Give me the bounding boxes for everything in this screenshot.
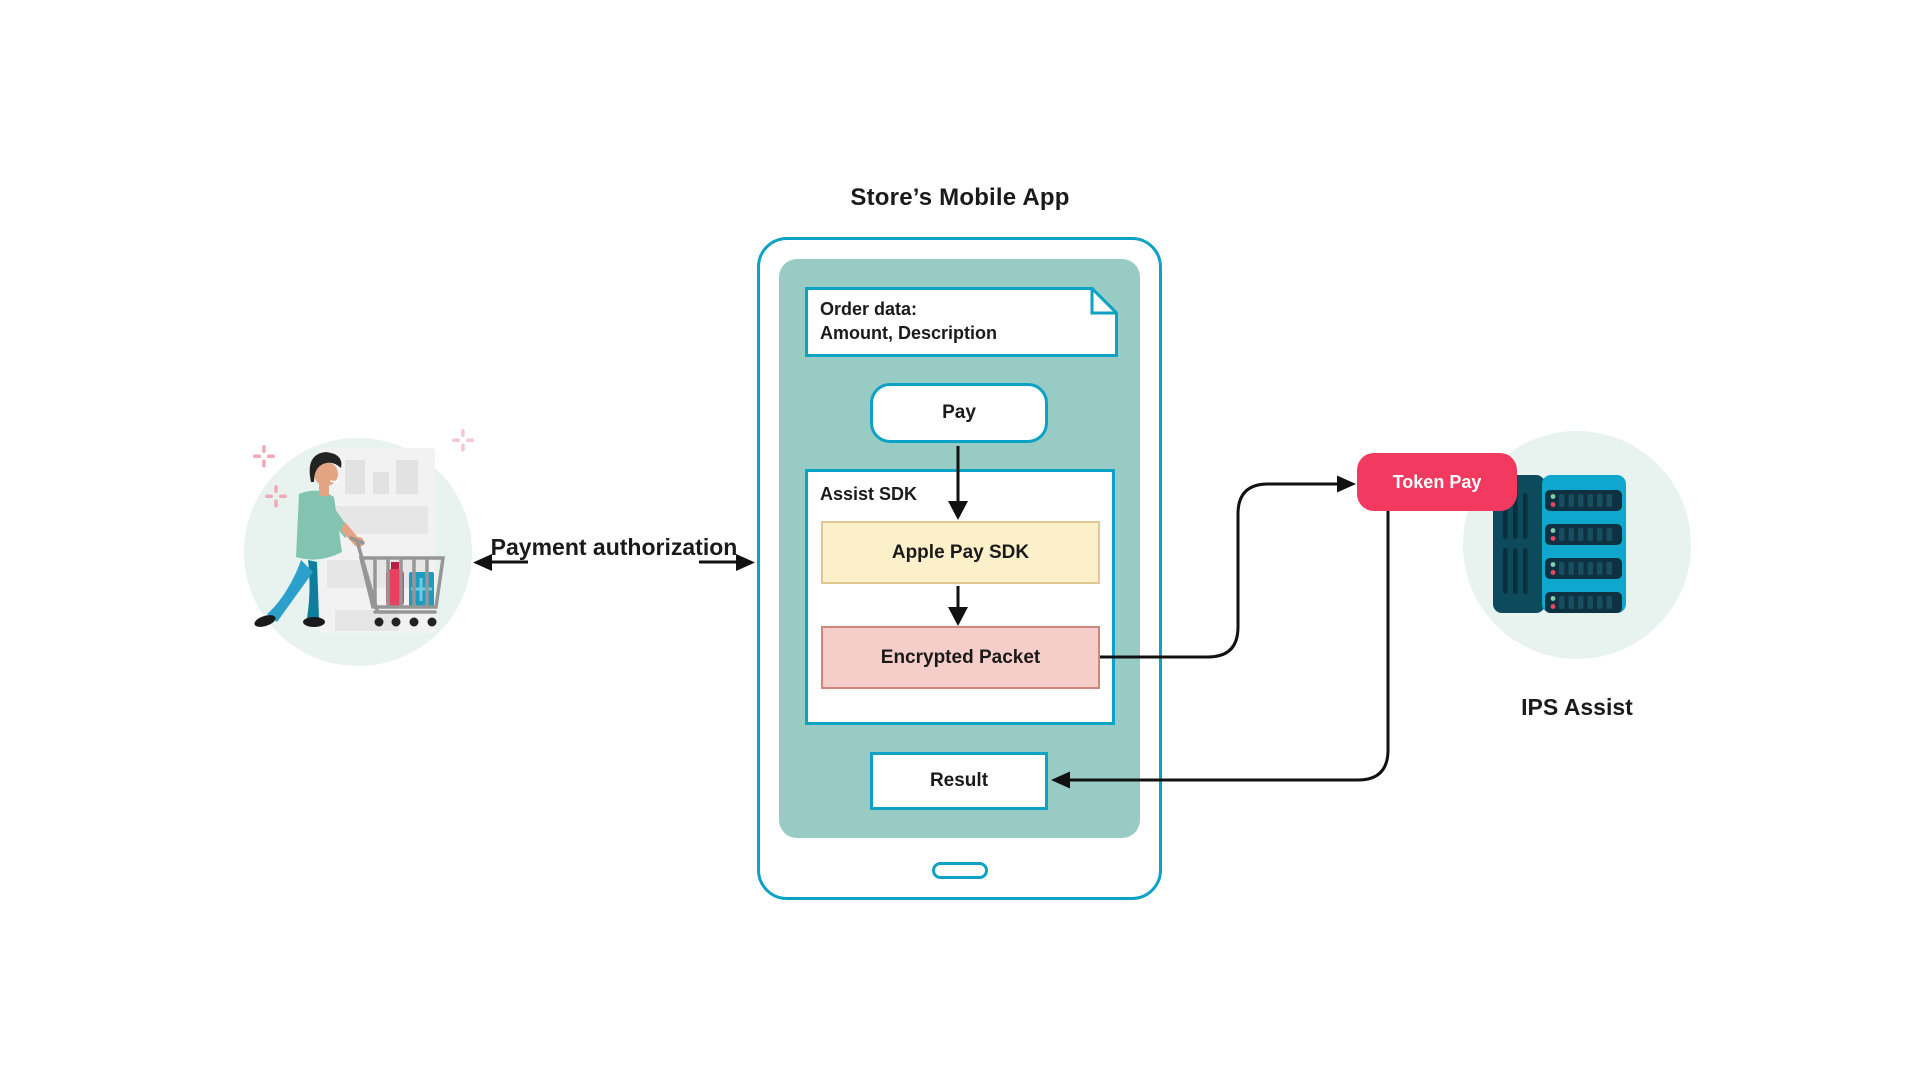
shopper-cart-illustration [244,429,474,666]
order-data-line2: Amount, Description [820,323,998,343]
order-data-box: Order data: Amount, Description [805,284,1121,357]
mobile-phone-frame: Order data: Amount, Description Pay Assi… [757,237,1162,900]
payment-authorization-label: Payment authorization [490,534,738,560]
encrypted-packet-box: Encrypted Packet [821,626,1100,689]
apple-pay-sdk-box: Apple Pay SDK [821,521,1100,584]
assist-sdk-label: Assist SDK [820,484,918,504]
document-fold-icon [805,284,1121,357]
order-data-text: Order data: Amount, Description [820,297,997,345]
result-box: Result [870,752,1048,810]
ips-assist-label: IPS Assist [1521,694,1633,720]
home-indicator [932,862,988,879]
sparkle-icon [253,445,287,508]
pay-button[interactable]: Pay [870,383,1048,443]
order-data-line1: Order data: [820,299,918,319]
arrowhead-right-icon [1337,475,1356,493]
sparkle-icon [452,429,474,452]
store-app-title: Store’s Mobile App [850,184,1070,211]
token-pay-button[interactable]: Token Pay [1357,453,1517,511]
